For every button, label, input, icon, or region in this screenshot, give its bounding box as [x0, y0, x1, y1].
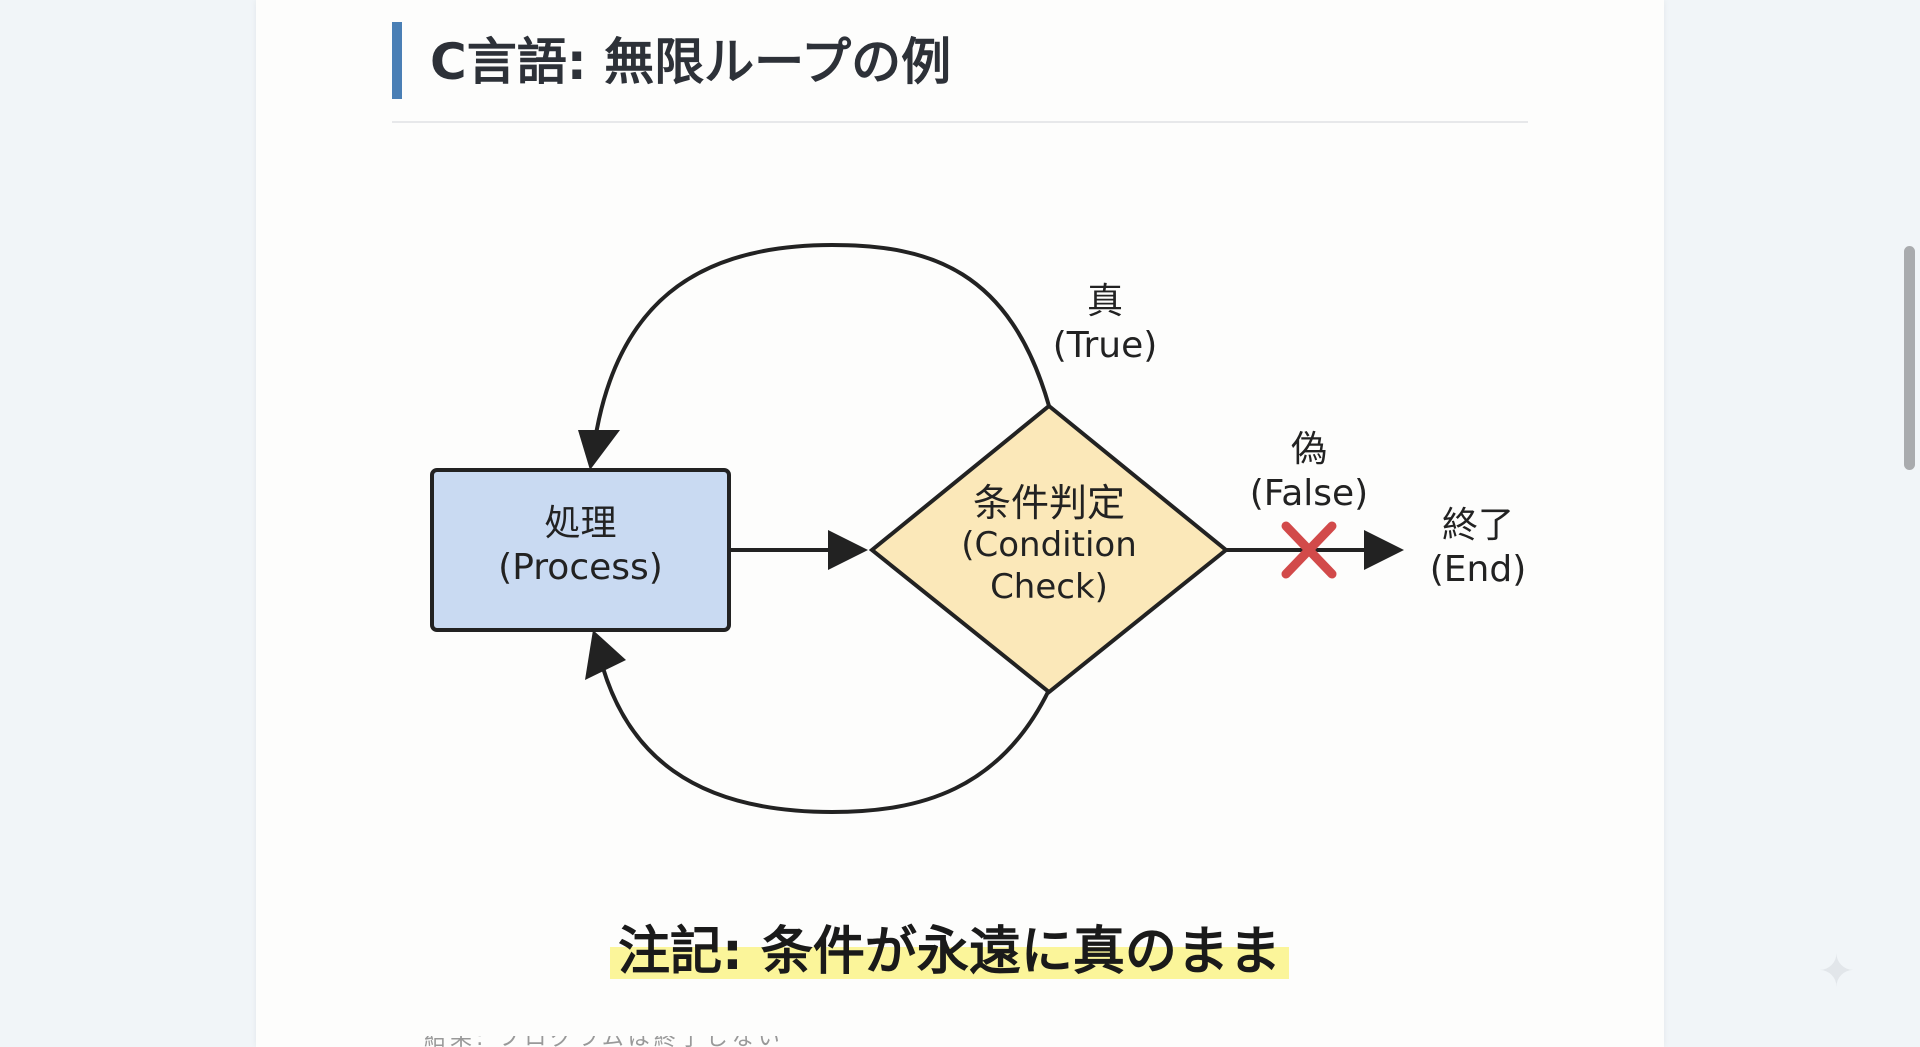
process-label-en: (Process): [498, 547, 663, 588]
note-text: 注記: 条件が永遠に真のまま: [610, 920, 1289, 984]
condition-label-jp: 条件判定: [972, 481, 1125, 525]
sparkle-icon: ✦: [1818, 946, 1855, 997]
end-label-en: (End): [1429, 549, 1527, 590]
end-label: 終了 (End): [1420, 504, 1536, 592]
true-label-en: (True): [1052, 325, 1158, 366]
condition-label-en-2: Check): [990, 567, 1108, 607]
false-label-jp: 偽: [1290, 429, 1327, 470]
cutoff-footer-line: 結果: プログラムは終了しない: [424, 1036, 884, 1047]
true-loop-arrow: [590, 242, 1051, 463]
true-label-jp: 真: [1086, 281, 1123, 322]
title-accent-bar: [392, 22, 402, 99]
condition-label-en-1: (Condition: [961, 525, 1137, 565]
return-loop-arrowhead: [585, 630, 626, 680]
title-divider: [392, 121, 1528, 123]
note-container: 注記: 条件が永遠に真のまま: [610, 906, 1289, 984]
scrollbar-thumb[interactable]: [1904, 246, 1915, 470]
return-loop-arrow: [594, 639, 1051, 815]
true-label: 真 (True): [1040, 280, 1170, 368]
page-title: C言語: 無限ループの例: [430, 33, 952, 91]
true-loop-arrowhead: [578, 430, 620, 470]
false-label-en: (False): [1249, 473, 1369, 514]
false-to-end-arrowhead: [1364, 530, 1404, 570]
process-label: 処理 (Process): [432, 502, 729, 590]
process-label-jp: 処理: [544, 503, 617, 544]
blocked-cross-icon: [1281, 521, 1337, 579]
process-to-condition-arrowhead: [828, 530, 868, 570]
end-label-jp: 終了: [1441, 505, 1514, 546]
condition-label: 条件判定 (Condition Check): [930, 482, 1168, 608]
false-label: 偽 (False): [1236, 428, 1382, 516]
condition-diamond: [868, 403, 1230, 695]
cutoff-footer-text: 結果: プログラムは終了しない: [424, 1036, 884, 1047]
